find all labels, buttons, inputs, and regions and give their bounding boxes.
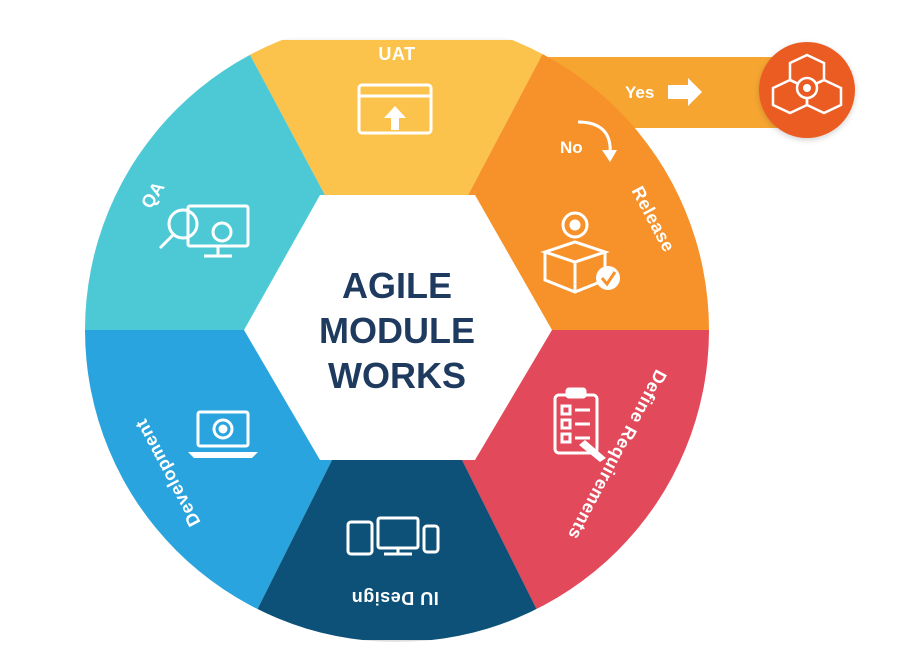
no-label: No bbox=[560, 138, 583, 157]
label-iu-design: IU Design bbox=[351, 588, 439, 608]
label-uat: UAT bbox=[378, 44, 415, 64]
center-hexagon bbox=[244, 195, 552, 460]
center-title-line-1: AGILE bbox=[342, 265, 452, 306]
deploy-cubes-gear-icon bbox=[771, 53, 843, 115]
segment-iu-design bbox=[242, 330, 552, 640]
magnifier-monitor-icon bbox=[158, 204, 250, 258]
no-curve-arrow-icon bbox=[577, 120, 612, 156]
segment-uat bbox=[242, 40, 550, 330]
yes-arrow-icon bbox=[668, 78, 702, 106]
clipboard-checklist-icon bbox=[553, 387, 606, 462]
yes-label: Yes bbox=[625, 83, 654, 102]
laptop-gear-icon bbox=[188, 410, 258, 458]
multi-device-icon bbox=[346, 516, 440, 556]
package-release-icon bbox=[540, 211, 620, 294]
upload-window-icon bbox=[357, 83, 433, 135]
center-title-line-3: WORKS bbox=[328, 355, 466, 396]
center-title-line-2: MODULE bbox=[319, 310, 475, 351]
